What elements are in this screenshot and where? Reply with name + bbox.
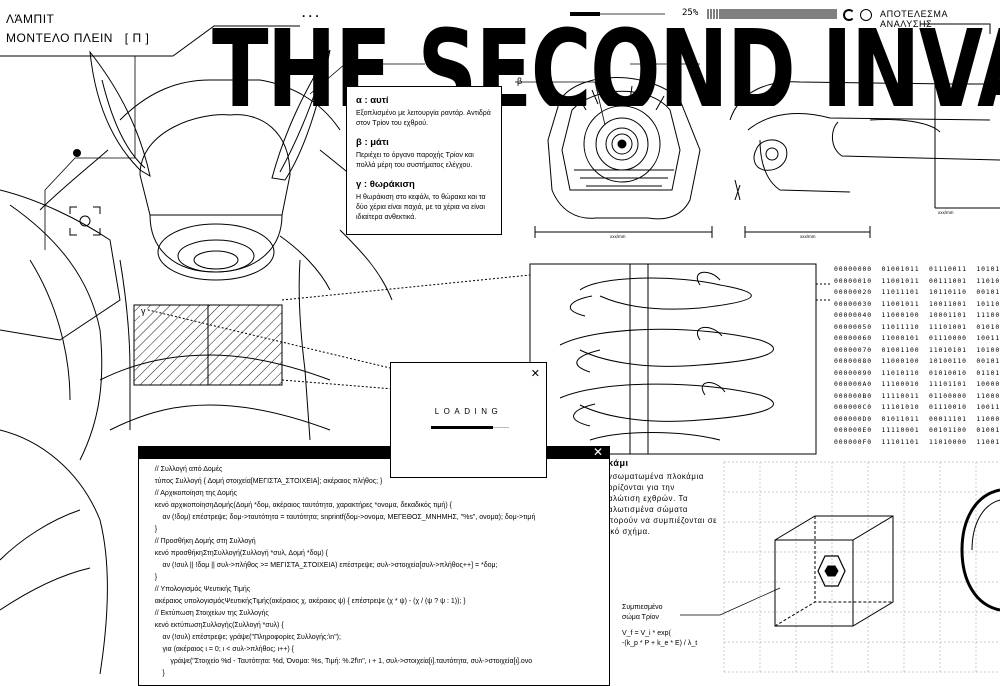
callout-item-armor: γ : θωράκιση Η θωράκιση στο κεφάλι, το θ…	[356, 179, 492, 223]
progress-barcode	[707, 9, 839, 19]
close-icon[interactable]: ✕	[530, 368, 540, 380]
cube-caption-line: Συμπιεσμένο	[622, 604, 663, 611]
tentacle-description: κάμι νσωματωμένα πλοκάμια ορίζονται για …	[608, 458, 728, 537]
code-line: // Εκτύπωση Στοιχείων της Συλλογής	[147, 610, 269, 617]
description-line: πορούν να συμπιέζονται σε	[608, 516, 718, 525]
callout-heading: α : αυτί	[356, 95, 389, 106]
code-line: για (ακέραιος ι = 0; ι < συλ->πλήθος; ι+…	[147, 646, 294, 653]
spinner-icon	[843, 9, 855, 21]
dim-label-left: xxx/mm	[610, 234, 626, 239]
hex-row: 000000B0 11110011 01100000 110000	[834, 391, 1000, 400]
header-dots: . . .	[302, 6, 319, 20]
code-line: }	[147, 670, 165, 677]
hex-row: 00000000 01001011 01110011 101010	[834, 265, 1000, 273]
page-title: THE SECOND INVASION	[212, 20, 1000, 106]
hex-row: 00000020 11011101 10110110 001011	[834, 288, 1000, 296]
code-line: τύπος Συλλογή { Δομή στοιχεία[ΜΕΓΙΣΤΑ_ΣΤ…	[147, 478, 383, 485]
hex-row: 000000A0 11100010 11101101 100000	[834, 380, 1000, 388]
code-content: // Συλλογή από Δομές τύπος Συλλογή { Δομ…	[139, 459, 609, 680]
description-line: αλώτιση εχθρών. Τα	[608, 494, 689, 503]
code-line: αν (!δομ) επέστρεψε; δομ->ταυτότητα = τα…	[147, 514, 536, 521]
code-line: ακέραιος υπολογισμόςΨευτικήςΤιμής(ακέραι…	[147, 598, 466, 605]
hex-dump: 00000000 01001011 01110011 101010 0000001…	[834, 264, 1000, 448]
dim-label-right: xxx/mm	[938, 210, 954, 215]
header-line-2: ΜΟΝΤΕΛΟ ΠΛΕΙΝ [ Π ]	[6, 29, 149, 48]
callout-text: Η θωράκιση στο κεφάλι, το θώρακα και τα …	[356, 194, 486, 221]
hex-row: 00000070 01001100 11010101 101000	[834, 345, 1000, 354]
description-line: αλωτισμένα σώματα	[608, 505, 689, 514]
hex-row: 000000E0 11110001 00101100 010011	[834, 426, 1000, 434]
description-line: ικό σχήμα.	[608, 527, 651, 536]
marker-gamma: γ	[140, 306, 147, 316]
loading-progress-bar	[431, 426, 494, 429]
cube-caption-line: σώμα Τρίον	[622, 614, 659, 621]
status-circle-icon	[860, 9, 872, 21]
hex-row: 00000080 11000100 10100110 001011	[834, 357, 1000, 365]
hex-row: 00000090 11010110 01010010 011010	[834, 368, 1000, 377]
code-line: }	[147, 574, 158, 581]
code-line: γράψε("Στοιχείο %d - Ταυτότητα: %d, Όνομ…	[147, 658, 533, 665]
hex-row: 00000050 11011110 11101001 010100	[834, 322, 1000, 331]
cube-formula: V_f = V_i * exp(	[622, 630, 671, 637]
code-line: // Προσθήκη Δομής στη Συλλογή	[147, 538, 256, 545]
description-heading: κάμι	[608, 458, 629, 468]
description-line: ορίζονται για την	[608, 483, 675, 492]
header-block: ΛΆΜΠΙΤ ΜΟΝΤΕΛΟ ΠΛΕΙΝ [ Π ]	[6, 10, 149, 48]
hex-row: 00000030 11001011 10011001 101100	[834, 299, 1000, 308]
code-line: αν (!συλ || !δομ || συλ->πλήθος >= ΜΕΓΙΣ…	[147, 562, 498, 569]
code-line: κενό αρχικοποίησηΔομής(Δομή *δομ, ακέραι…	[147, 502, 452, 509]
loading-dialog[interactable]: ✕ LOADING	[390, 362, 547, 478]
code-line: // Αρχικοποίηση της Δομής	[147, 490, 238, 497]
callout-heading: β : μάτι	[356, 137, 389, 148]
callout-text: Περιέχει το όργανο παροχής Τρίον και πολ…	[356, 152, 474, 169]
code-line: // Υπολογισμός Ψευτικής Τιμής	[147, 586, 251, 593]
marker-alpha: α	[432, 52, 438, 62]
header-line-1: ΛΆΜΠΙΤ	[6, 12, 55, 26]
code-window[interactable]: ✕ // Συλλογή από Δομές τύπος Συλλογή { Δ…	[138, 445, 610, 686]
code-line: κενό εκτύπωσηΣυλλογής(Συλλογή *συλ) {	[147, 622, 284, 629]
code-line: // Συλλογή από Δομές	[147, 466, 223, 473]
callout-text: Εξοπλισμένο με λειτουργία ραντάρ. Αντιδρ…	[356, 110, 491, 127]
callout-item-eye: β : μάτι Περιέχει το όργανο παροχής Τρίο…	[356, 137, 492, 171]
progress-percent: 25%	[682, 8, 699, 18]
callout-item-ear: α : αυτί Εξοπλισμένο με λειτουργία ραντά…	[356, 95, 492, 129]
model-name: ΜΟΝΤΕΛΟ ΠΛΕΙΝ	[6, 31, 113, 45]
cube-formula: -(k_p * P + k_e * E) / λ_t	[622, 640, 698, 647]
cube-caption: Συμπιεσμένο σώμα Τρίον V_f = V_i * exp( …	[622, 603, 697, 649]
code-line: κενό προσθήκηΣτηΣυλλογή(Συλλογή *συλ, Δο…	[147, 550, 329, 557]
hex-row: 00000040 11000100 10001101 111000	[834, 311, 1000, 319]
close-icon[interactable]: ✕	[592, 445, 603, 459]
loading-label: LOADING	[434, 407, 503, 416]
model-tag: [ Π ]	[124, 31, 150, 45]
hex-row: 000000F0 11101101 11010000 110010	[834, 437, 1000, 446]
hex-row: 00000060 11000101 01110000 100111	[834, 334, 1000, 342]
dim-label-mid: xxx/mm	[800, 234, 816, 239]
status-label: ΑΠΟΤΕΛΕΣΜΑ ΑΝΑΛΥΣΗΣ	[880, 9, 948, 29]
callout-heading: γ : θωράκιση	[356, 179, 415, 190]
hex-row: 00000010 11001011 00111001 110101	[834, 276, 1000, 285]
description-line: νσωματωμένα πλοκάμια	[608, 472, 704, 481]
marker-beta: β	[517, 76, 523, 86]
hex-row: 000000D0 01011011 00011101 110001	[834, 414, 1000, 423]
parts-callout: α : αυτί Εξοπλισμένο με λειτουργία ραντά…	[346, 86, 502, 235]
marker-alpha-right: α	[937, 66, 942, 75]
code-line: }	[147, 526, 158, 533]
code-line: αν (!συλ) επέστρεψε; γράψε("Πληροφορίες …	[147, 634, 341, 641]
hex-row: 000000C0 11101010 01110010 100110	[834, 403, 1000, 411]
